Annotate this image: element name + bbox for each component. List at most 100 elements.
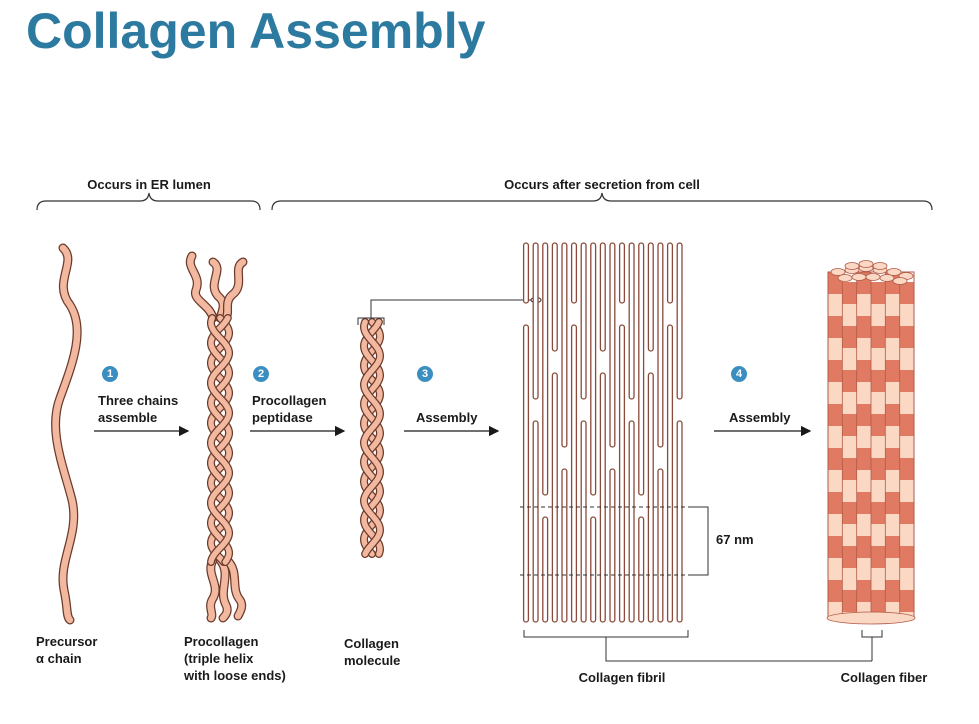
fiber-band-light [856,558,871,580]
fiber-band-light [885,514,900,536]
fiber-band-dark [885,316,900,338]
fiber-band-dark [899,414,914,436]
fiber-band-light [885,426,900,448]
fiber-band-light [899,524,914,546]
fiber-band-dark [899,502,914,524]
fibril-segment-13-1 [638,242,645,496]
fiber-band-dark [856,316,871,338]
fiber-band-light [885,470,900,492]
fibril-bracket [523,630,872,662]
fibril-segment-17-2 [676,420,683,623]
fiber-band-light [871,392,886,414]
fibril-segment-9-2 [599,372,606,623]
step-2-label: Procollagen peptidase [252,393,327,425]
label-collagen-fiber: Collagen fiber [840,670,928,685]
fiber-band-light [871,568,886,590]
fiber-band-light [856,382,871,404]
fibril-segment-10-1 [609,242,616,448]
procollagen-triple-helix [185,251,248,623]
fibril-segment-11-2 [618,324,626,623]
procollagen-strand-2 [208,315,232,565]
fiber-cap-5 [886,268,902,276]
fiber-band-dark [856,448,871,470]
fiber-band-light [871,436,886,458]
molecule-strand-3 [361,319,383,557]
fiber-band-light [856,514,871,536]
fiber-band-light [842,436,857,458]
fiber-band-light [842,392,857,414]
fiber-band-light [899,480,914,502]
fiber-band-light [899,436,914,458]
fiber-band-light [885,294,900,316]
fiber-band-dark [842,282,857,304]
fiber-band-dark [899,282,914,304]
collagen-molecule [357,297,542,558]
label-collagen-fibril: Collagen fibril [578,670,666,685]
fiber-band-dark [871,458,886,480]
fibril-segment-14-1 [647,242,654,352]
collagen-fibril [522,242,683,623]
fiber-band-dark [885,580,900,602]
fiber-bottom-cap [826,611,916,625]
fiber-band-dark [856,536,871,558]
fiber-band-light [828,514,843,536]
fiber-bracket [861,630,883,661]
fibril-segment-7-1 [580,242,587,400]
fibril-segment-13-2 [638,516,645,623]
procollagen-loose-ends-top [185,251,248,323]
fiber-band-light [899,304,914,326]
fiber-band-dark [899,546,914,568]
fibril-segment-4-2 [551,372,558,623]
fibril-segment-5-1 [561,242,568,448]
step-4-label: Assembly [729,410,791,425]
fiber-band-light [856,426,871,448]
step-2-badge: 2 [253,366,269,382]
fiber-cap-10 [879,274,895,282]
fiber-band-dark [828,360,843,382]
fiber-band-dark [856,580,871,602]
fiber-band-dark [828,536,843,558]
fiber-band-dark [871,546,886,568]
fiber-band-light [856,470,871,492]
fiber-band-dark [828,404,843,426]
fiber-band-light [871,524,886,546]
fiber-band-dark [899,590,914,612]
fiber-band-dark [871,326,886,348]
fiber-band-dark [871,590,886,612]
fiber-band-light [842,568,857,590]
step-1-badge: 1 [102,366,118,382]
fiber-band-dark [842,590,857,612]
fibril-segment-12-2 [628,420,635,623]
fibril-segment-16-2 [666,324,674,623]
fiber-band-dark [885,404,900,426]
fibril-segment-8-1 [590,242,597,496]
fiber-band-dark [885,448,900,470]
fiber-band-light [828,470,843,492]
fiber-band-dark [842,546,857,568]
fiber-band-dark [828,316,843,338]
fiber-band-dark [828,580,843,602]
fiber-band-dark [899,458,914,480]
precursor-alpha-chain [51,243,82,625]
fiber-band-light [842,524,857,546]
label-procollagen: Procollagen (triple helix with loose end… [184,634,286,683]
fiber-cap-9 [865,273,881,281]
fiber-band-light [828,294,843,316]
fiber-band-dark [885,492,900,514]
fibril-segment-6-2 [570,324,578,623]
fiber-band-light [842,304,857,326]
fibril-segment-4-1 [551,242,558,352]
fiber-band-light [842,348,857,370]
secretion-brace [271,192,933,211]
fibril-segment-2-1 [532,242,539,400]
fiber-band-light [828,426,843,448]
fibril-segment-7-2 [580,420,587,623]
fiber-band-light [885,558,900,580]
fiber-band-light [828,338,843,360]
fiber-cap-1 [830,268,846,276]
fiber-band-dark [828,492,843,514]
fiber-band-light [899,348,914,370]
fiber-band-light [885,338,900,360]
label-collagen-molecule: Collagen molecule [344,636,401,668]
